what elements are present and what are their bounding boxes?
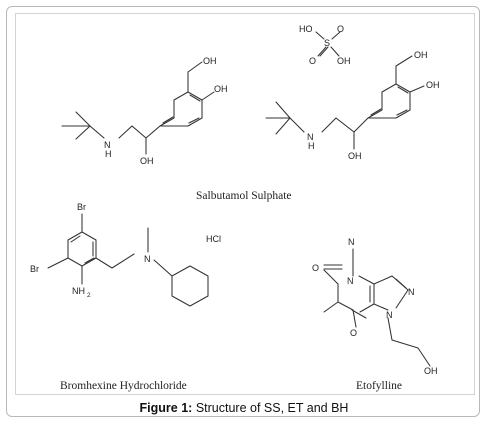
figure-caption: Figure 1: Structure of SS, ET and BH xyxy=(7,401,481,415)
atom-label: OH xyxy=(424,366,438,376)
atom-label: N xyxy=(348,237,355,247)
atom-label: OH xyxy=(426,80,440,90)
atom-label: N xyxy=(408,287,415,297)
etofylline-name: Etofylline xyxy=(356,380,402,392)
atom-label: O xyxy=(350,328,357,338)
atom-label: N xyxy=(144,254,151,264)
chemical-structures: N H OH OH OH HO O S O OH xyxy=(30,24,440,376)
atom-label: H xyxy=(308,141,315,151)
atom-label: OH xyxy=(203,56,217,66)
caption-label: Figure 1: xyxy=(139,401,193,415)
atom-label: OH xyxy=(214,84,228,94)
salbutamol-name: Salbutamol Sulphate xyxy=(196,190,292,202)
atom-label: OH xyxy=(337,56,351,66)
atom-label: N xyxy=(104,140,111,150)
sulphate-structure xyxy=(315,31,341,57)
atom-label: N xyxy=(347,276,354,286)
atom-label: Br xyxy=(77,202,86,212)
bromhexine-name: Bromhexine Hydrochloride xyxy=(60,380,187,392)
bromhexine-structure xyxy=(47,213,209,307)
atom-label: N xyxy=(386,310,393,320)
atom-label: O xyxy=(312,263,319,273)
atom-label: Br xyxy=(30,264,39,274)
atom-label: O xyxy=(309,56,316,66)
hcl-label: HCl xyxy=(206,234,221,244)
atom-label: OH xyxy=(140,156,154,166)
atom-label: OH xyxy=(348,151,362,161)
salbutamol-right-structure xyxy=(265,55,425,150)
atom-label: OH xyxy=(414,50,428,60)
atom-label: N xyxy=(307,132,314,142)
etofylline-structure xyxy=(323,248,431,367)
salbutamol-left-structure xyxy=(61,61,215,155)
figure-frame: N H OH OH OH HO O S O OH xyxy=(6,6,480,417)
caption-text: Structure of SS, ET and BH xyxy=(192,401,349,415)
atom-label: NH xyxy=(72,286,85,296)
atom-subscript: 2 xyxy=(87,292,91,299)
atom-label: H xyxy=(105,149,112,159)
structures-panel: N H OH OH OH HO O S O OH xyxy=(15,13,475,395)
atom-label: O xyxy=(337,24,344,34)
atom-label: S xyxy=(324,38,330,48)
atom-label: HO xyxy=(299,24,313,34)
